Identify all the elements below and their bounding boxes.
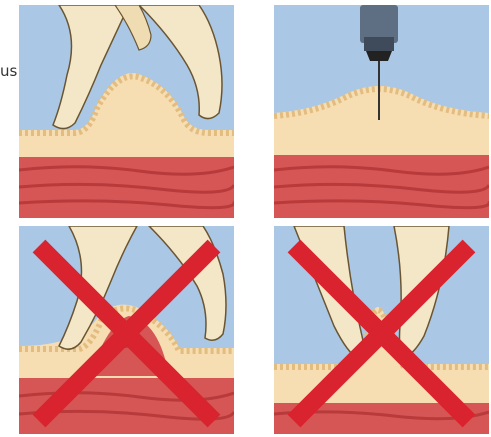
needle-injection-illustration <box>274 5 489 218</box>
panel-incorrect-deep-pinch <box>19 226 234 434</box>
cropped-margin-text: us <box>0 62 17 80</box>
panel-incorrect-shallow-pinch <box>274 226 489 434</box>
incorrect-shallow-pinch-illustration <box>274 226 489 434</box>
correct-pinch-illustration <box>19 5 234 218</box>
panel-correct-pinch <box>19 5 234 218</box>
panel-needle-injection <box>274 5 489 218</box>
incorrect-deep-pinch-illustration <box>19 226 234 434</box>
